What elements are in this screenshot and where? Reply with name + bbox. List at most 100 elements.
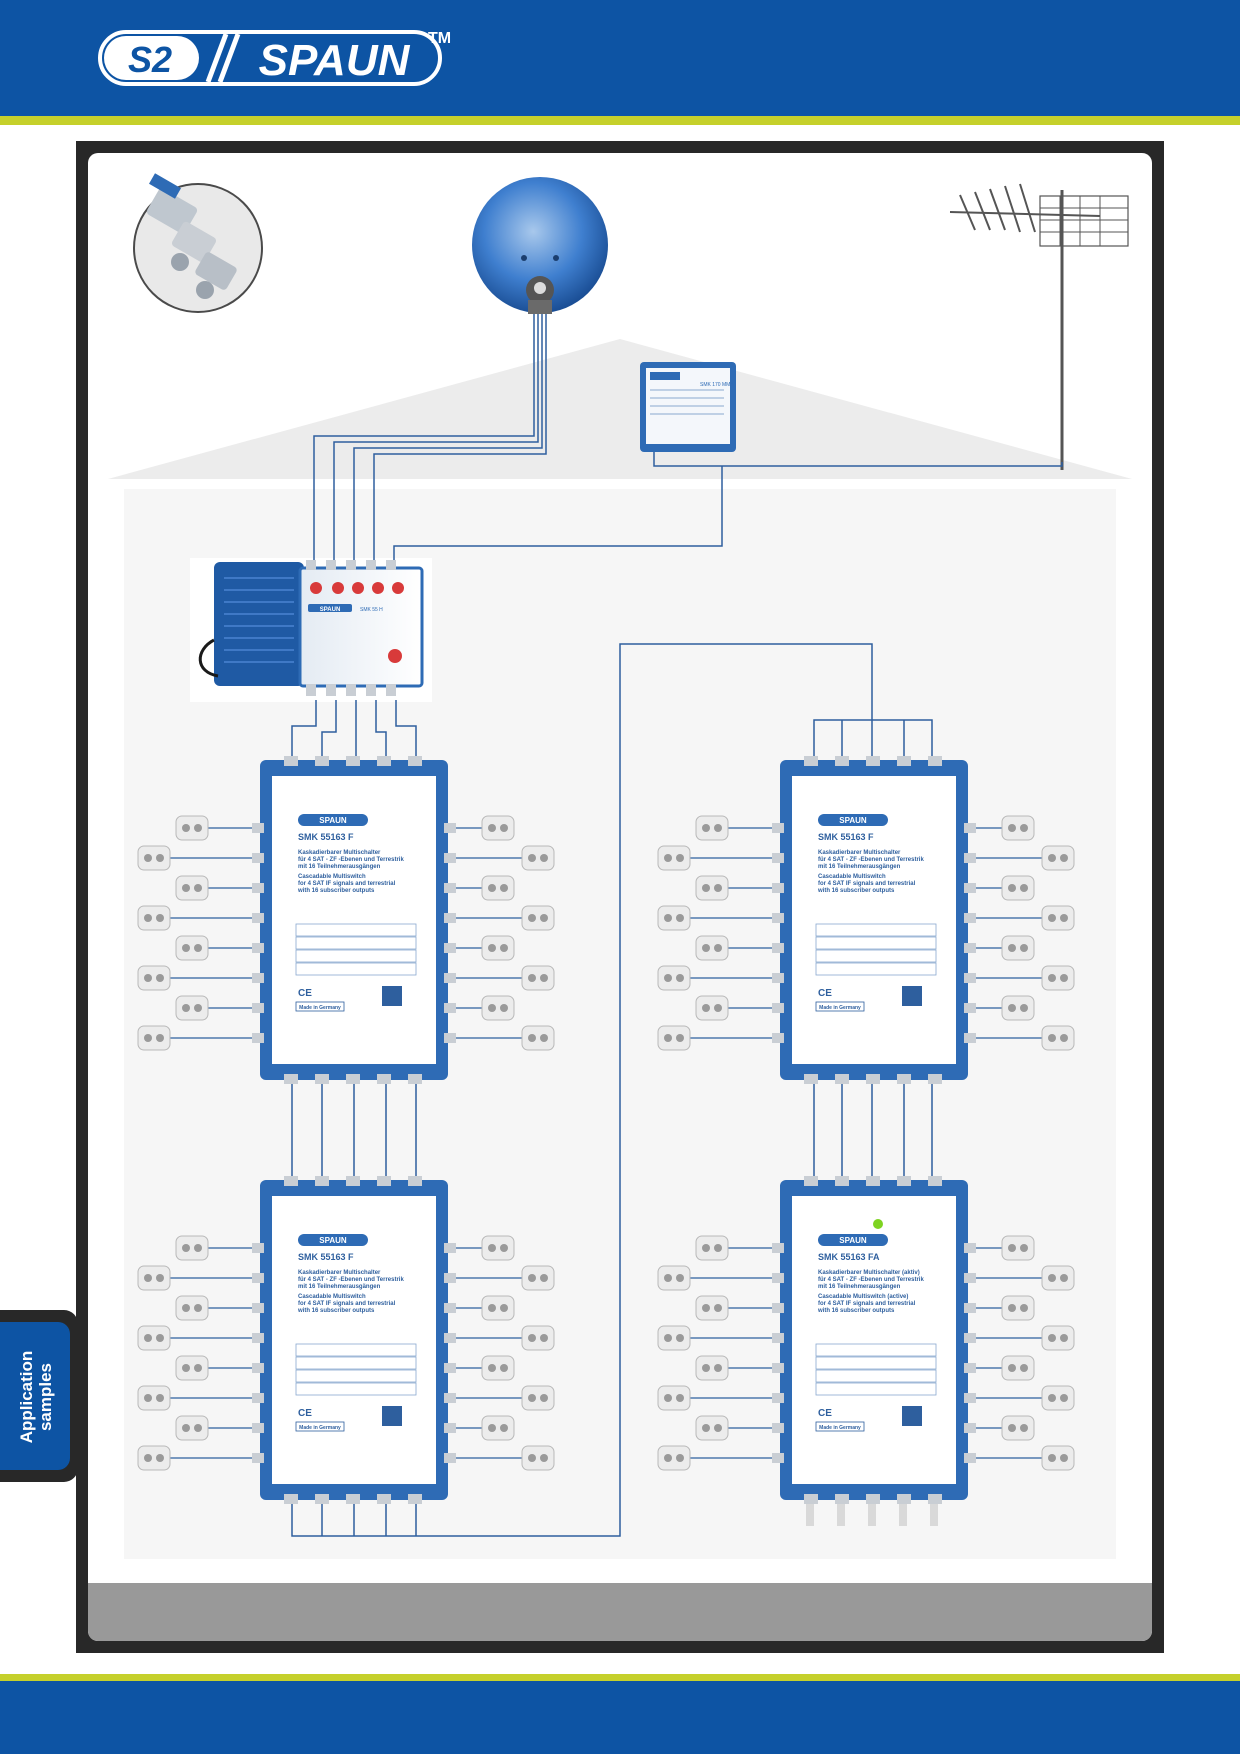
multiswitch-text-4: Cascadable Multiswitch <box>298 874 366 880</box>
made-in-text: Made in Germany <box>299 1425 341 1431</box>
wall-outlet-socket <box>137 1265 171 1291</box>
outlet-jack <box>488 884 496 892</box>
multiswitch-text-3: mit 16 Teilnehmerausgängen <box>818 1284 901 1290</box>
subscriber-output-connector <box>444 1393 456 1403</box>
outlet-jack <box>1048 974 1056 982</box>
subscriber-output-connector <box>444 1423 456 1433</box>
input-connector <box>377 756 391 766</box>
qr-code <box>382 986 402 1006</box>
outlet-jack <box>664 1274 672 1282</box>
ce-mark: CE <box>818 988 832 999</box>
wall-outlet-socket <box>1001 1355 1035 1381</box>
wall-outlet-socket <box>695 995 729 1021</box>
output-trunk-connector <box>835 1074 849 1084</box>
subscriber-output-connector <box>772 883 784 893</box>
subscriber-output-connector <box>444 913 456 923</box>
outlet-jack <box>714 1244 722 1252</box>
outlet-jack <box>1008 1364 1016 1372</box>
subscriber-output-connector <box>252 1333 264 1343</box>
amplifier-model-label: SMK 170 MMA <box>700 382 734 388</box>
qr-code <box>902 1406 922 1426</box>
subscriber-output-connector <box>772 1303 784 1313</box>
subscriber-output-connector <box>444 1333 456 1343</box>
outlet-jack <box>194 1304 202 1312</box>
wall-outlet-socket <box>521 1445 555 1471</box>
outlet-jack <box>194 1244 202 1252</box>
outlet-jack <box>156 1394 164 1402</box>
outlet-jack <box>1020 1244 1028 1252</box>
wall-outlet-socket <box>175 1415 209 1441</box>
trademark-symbol: TM <box>428 30 452 47</box>
outlet-jack <box>702 1004 710 1012</box>
panel-bottom-band <box>88 1583 1152 1641</box>
outlet-jack <box>1008 824 1016 832</box>
outlet-jack <box>156 1454 164 1462</box>
outlet-jack <box>714 884 722 892</box>
outlet-jack <box>1048 1394 1056 1402</box>
outlet-jack <box>1048 1454 1056 1462</box>
outlet-jack <box>156 1334 164 1342</box>
multiswitch-text-6: with 16 subscriber outputs <box>297 888 375 894</box>
subscriber-output-connector <box>964 1033 976 1043</box>
outlet-jack <box>1008 944 1016 952</box>
wall-outlet-socket <box>1041 1025 1075 1051</box>
output-trunk-connector <box>804 1494 818 1504</box>
input-connector <box>835 1176 849 1186</box>
side-tab-line1: Application <box>17 1350 36 1444</box>
wall-outlet-socket <box>481 875 515 901</box>
spaun-logo: S2 SPAUN <box>98 30 442 86</box>
input-connector <box>284 1176 298 1186</box>
wall-outlet-socket <box>175 1355 209 1381</box>
wall-outlet-socket <box>521 845 555 871</box>
input-connector <box>897 1176 911 1186</box>
outlet-jack <box>1060 1334 1068 1342</box>
wall-outlet-socket <box>1001 815 1035 841</box>
qr-code <box>902 986 922 1006</box>
outlet-jack <box>1020 1004 1028 1012</box>
outlet-jack <box>182 884 190 892</box>
subscriber-output-connector <box>444 1303 456 1313</box>
subscriber-output-connector <box>444 853 456 863</box>
wall-outlet-socket <box>657 905 691 931</box>
outlet-jack <box>156 914 164 922</box>
wall-outlet-socket <box>695 815 729 841</box>
multiswitch-logo <box>298 814 368 826</box>
made-in-badge <box>295 1001 345 1012</box>
outlet-jack <box>488 1364 496 1372</box>
multiswitch-text-0: SMK 55163 F <box>298 1252 354 1262</box>
outlet-jack <box>1048 1274 1056 1282</box>
outlet-jack <box>676 854 684 862</box>
multiswitch-logo-text: SPAUN <box>319 1236 347 1245</box>
subscriber-output-connector <box>964 1393 976 1403</box>
outlet-jack <box>540 914 548 922</box>
multiswitch-text-6: with 16 subscriber outputs <box>817 1308 895 1314</box>
outlet-jack <box>714 1424 722 1432</box>
terminating-resistor <box>899 1504 907 1526</box>
subscriber-output-connector <box>252 1453 264 1463</box>
outlet-jack <box>194 944 202 952</box>
wall-outlet-socket <box>521 965 555 991</box>
wall-outlet-socket <box>695 1235 729 1261</box>
output-trunk-connector <box>315 1074 329 1084</box>
terminating-resistor <box>930 1504 938 1526</box>
wall-outlet-socket <box>695 1415 729 1441</box>
outlet-jack <box>528 1454 536 1462</box>
multiswitch-text-6: with 16 subscriber outputs <box>817 888 895 894</box>
outlet-jack <box>156 1274 164 1282</box>
outlet-jack <box>488 1244 496 1252</box>
wall-outlet-socket <box>175 1235 209 1261</box>
multiswitch-text-1: Kaskadierbarer Multischalter <box>298 1270 381 1276</box>
wall-outlet-socket <box>1041 965 1075 991</box>
outlet-jack <box>182 944 190 952</box>
subscriber-output-connector <box>252 943 264 953</box>
subscriber-output-connector <box>772 1393 784 1403</box>
subscriber-output-connector <box>252 1303 264 1313</box>
outlet-jack <box>500 1424 508 1432</box>
outlet-jack <box>702 1244 710 1252</box>
wall-outlet-socket <box>175 995 209 1021</box>
outlet-jack <box>144 854 152 862</box>
outlet-jack <box>156 974 164 982</box>
side-tab <box>0 1322 70 1470</box>
wall-outlet-socket <box>137 965 171 991</box>
